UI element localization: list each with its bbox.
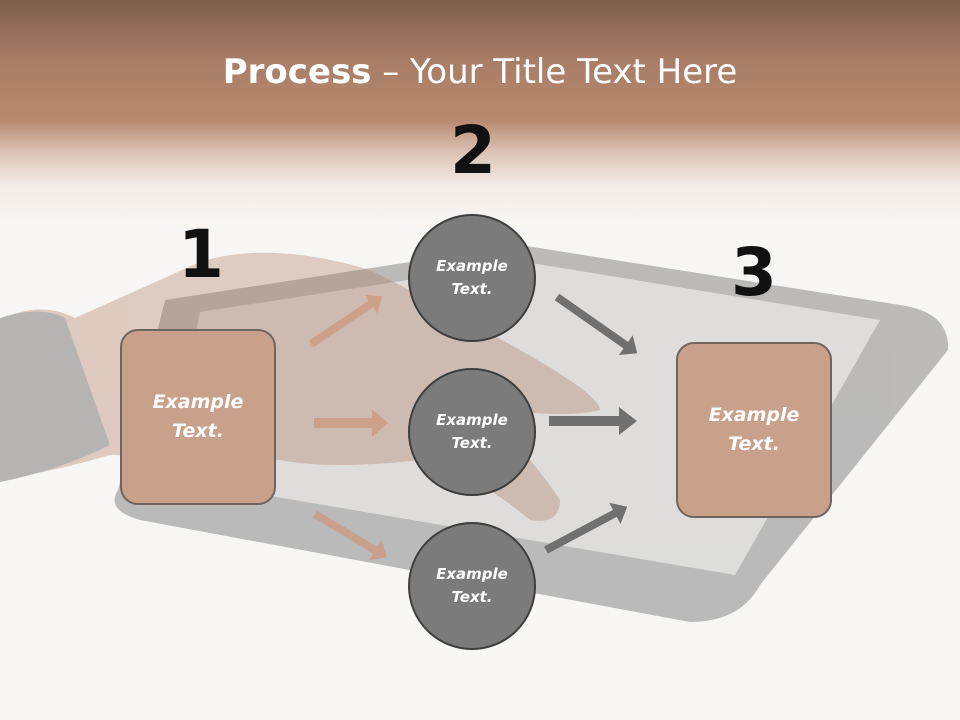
arrow-top-left	[308, 294, 383, 348]
arrow-bottom-right	[544, 502, 628, 554]
box-right-label: Example Text.	[708, 404, 800, 455]
title-bold: Process	[222, 52, 372, 92]
arrow-mid-left	[314, 409, 388, 437]
arrow-mid-right	[549, 407, 637, 435]
circle-top-label: Example Text.	[436, 257, 508, 298]
circle-bottom-label: Example Text.	[436, 565, 508, 606]
circle-top: Example Text.	[408, 214, 536, 342]
step-number-2: 2	[450, 112, 496, 189]
circle-middle: Example Text.	[408, 368, 536, 496]
step-number-1: 1	[178, 216, 224, 293]
circle-middle-label: Example Text.	[436, 411, 508, 452]
title-rest: – Your Title Text Here	[371, 52, 738, 92]
arrow-top-right	[554, 293, 638, 356]
circle-bottom: Example Text.	[408, 522, 536, 650]
step-number-3: 3	[731, 234, 777, 311]
arrow-bottom-left	[312, 510, 388, 561]
box-right: Example Text.	[676, 342, 832, 518]
box-left-label: Example Text.	[152, 391, 244, 442]
slide-title: Process – Your Title Text Here	[0, 52, 960, 92]
box-left: Example Text.	[120, 329, 276, 505]
